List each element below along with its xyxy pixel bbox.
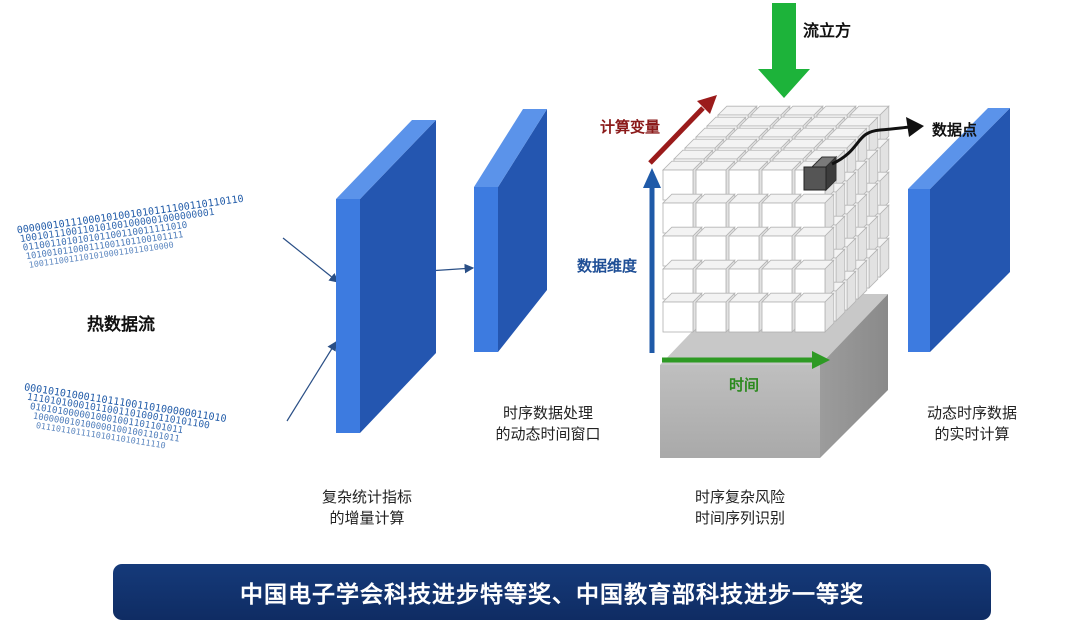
data-dimension-label: 数据维度 [577,257,638,275]
time-arrow [662,351,830,369]
stream-arrow-bottom [286,340,337,422]
panel-realtime [908,108,1010,352]
hot-data-stream-label: 热数据流 [87,315,155,335]
time-label: 时间 [729,376,760,394]
compute-variable-label: 计算变量 [600,118,661,136]
binary-stream-top: 0000001011100010100101011110011011011010… [16,194,244,270]
stream-arrow-top [282,237,339,283]
binary-stream-bottom: 0001010100011011100110100000011010111010… [23,382,227,450]
caption-cube: 时序复杂风险时间序列识别 [694,488,785,527]
stream-cube-arrow [758,3,810,98]
panel-incremental [336,120,436,433]
caption-time-window: 时序数据处理的动态时间窗口 [495,404,601,443]
panel-time-window [474,109,547,352]
data-point-cube [803,155,838,192]
award-banner: 中国电子学会科技进步特等奖、中国教育部科技进步一等奖 [113,564,991,620]
compute-variable-arrow [648,95,717,165]
data-point-arrowhead [906,117,924,137]
cube-cell [794,292,835,333]
data-dimension-arrow [643,168,661,353]
data-point-arrow [831,125,911,166]
stream-cube-label: 流立方 [803,21,852,40]
caption-realtime: 动态时序数据的实时计算 [926,404,1017,443]
cube-grid [662,105,890,333]
caption-incremental: 复杂统计指标的增量计算 [321,488,412,527]
data-point-label: 数据点 [932,121,978,139]
